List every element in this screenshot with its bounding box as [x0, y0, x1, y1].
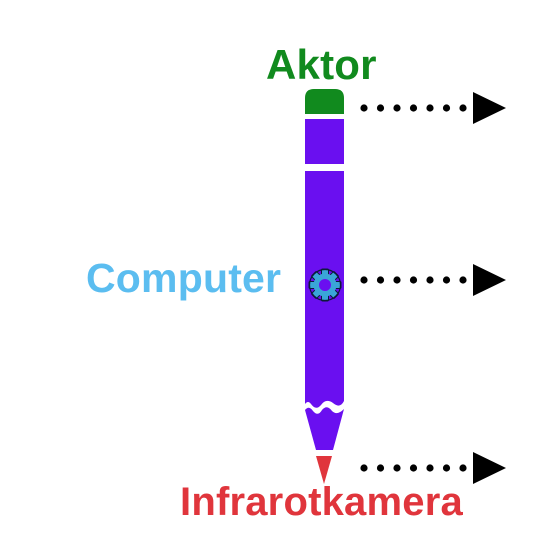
pencil-cap: [305, 89, 344, 114]
arrow-dot: [360, 464, 368, 472]
arrow-dot: [393, 276, 401, 284]
aktor-label: Aktor: [266, 41, 377, 88]
arrow-dot: [393, 464, 401, 472]
arrow-dot: [409, 104, 418, 112]
arrow-dot: [459, 104, 467, 112]
arrow-dot: [376, 276, 385, 284]
arrow-dot: [442, 276, 451, 284]
arrow-dot: [459, 464, 467, 472]
gear-hole: [319, 279, 331, 291]
gear-outline: [308, 268, 342, 302]
pencil-ferrule: [305, 119, 344, 164]
arrow-head: [473, 452, 506, 484]
arrow-dot: [442, 104, 451, 112]
arrow-dot: [376, 464, 385, 472]
dotted-arrow-aktor: [360, 92, 506, 124]
arrow-dot: [393, 104, 401, 112]
arrow-dot: [360, 276, 368, 284]
arrow-dot: [360, 104, 368, 112]
arrow-dot: [426, 464, 434, 472]
arrow-dot: [459, 276, 467, 284]
dotted-arrow-computer: [360, 264, 506, 296]
computer-label: Computer: [86, 255, 282, 301]
arrow-head: [473, 264, 506, 296]
arrow-head: [473, 92, 506, 124]
arrows: [360, 92, 506, 484]
pencil-tip: [316, 456, 332, 484]
arrow-dot: [426, 276, 434, 284]
arrow-dot: [409, 276, 418, 284]
arrow-dot: [409, 464, 418, 472]
dotted-arrow-infrarotkamera: [360, 452, 506, 484]
arrow-dot: [426, 104, 434, 112]
pencil-wood: [305, 407, 344, 450]
arrow-dot: [442, 464, 451, 472]
infrarotkamera-label: Infrarotkamera: [180, 480, 463, 524]
arrow-dot: [376, 104, 385, 112]
gear-icon: [308, 268, 342, 302]
